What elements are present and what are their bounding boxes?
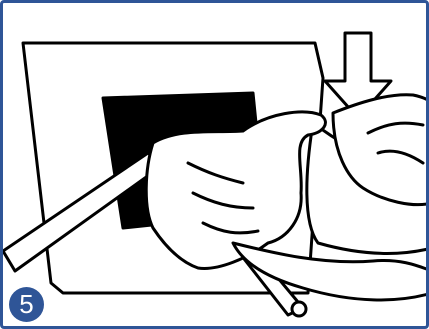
step-illustration — [3, 3, 429, 329]
step-number-badge: 5 — [9, 287, 44, 322]
tube-end — [292, 302, 306, 316]
